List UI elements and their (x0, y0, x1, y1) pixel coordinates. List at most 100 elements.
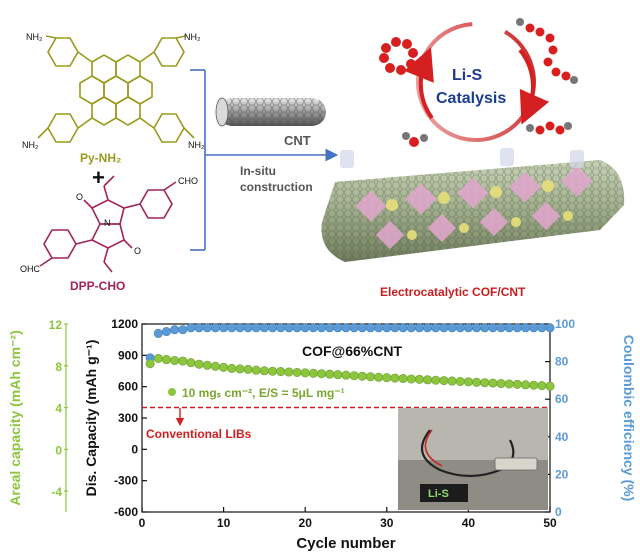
capacity-point (414, 374, 424, 384)
capacity-point (447, 376, 457, 386)
capacity-point (325, 369, 335, 379)
capacity-point (300, 368, 310, 378)
ce-point (537, 323, 547, 333)
ce-point (235, 323, 245, 333)
ce-point (357, 323, 367, 333)
dpp-o-label-2: O (134, 246, 141, 256)
capacity-point (308, 368, 318, 378)
y-left-tick-label: 900 (118, 348, 138, 362)
dpp-cho-molecule (39, 175, 177, 273)
x-axis-label: Cycle number (296, 535, 395, 552)
capacity-point (235, 364, 245, 374)
condition-marker (168, 388, 176, 396)
ce-point (529, 323, 539, 333)
capacity-point (374, 372, 384, 382)
dpp-o-label-1: O (76, 192, 83, 202)
y-left-tick-label: 0 (131, 442, 138, 456)
polysulfide-chain-right (526, 121, 572, 135)
cnt-label: CNT (284, 133, 311, 148)
ce-point (349, 323, 359, 333)
y-outer-tick-label: 12 (49, 318, 63, 332)
capacity-point (480, 378, 490, 388)
capacity-point (186, 358, 196, 368)
dpp-cho-label-left: OHC (20, 264, 41, 274)
y-right-tick-label: 0 (555, 505, 562, 519)
capacity-point (284, 367, 294, 377)
cycle-label-line1: Li-S (452, 67, 483, 84)
capacity-point (210, 361, 220, 371)
py-nh2-amine-label-3: NH₂ (22, 140, 39, 150)
capacity-point (431, 375, 441, 385)
plus-sign: + (92, 165, 105, 190)
capacity-point (341, 370, 351, 380)
ce-point (545, 323, 555, 333)
capacity-point (529, 380, 539, 390)
py-nh2-amine-label-4: NH₂ (188, 140, 205, 150)
ce-point (194, 323, 204, 333)
cof-cnt-composite (321, 148, 625, 262)
ce-point (455, 323, 465, 333)
construction-label-line1: In-situ (240, 164, 276, 178)
ce-point (227, 323, 237, 333)
inset-photo: Li-S (398, 408, 548, 510)
catalysis-cycle (404, 22, 550, 142)
y-outer-tick-label: 8 (55, 360, 62, 374)
ce-point (317, 323, 327, 333)
y-left-tick-label: 300 (118, 411, 138, 425)
capacity-point (365, 372, 375, 382)
capacity-point (251, 365, 261, 375)
ce-point (153, 328, 163, 338)
ce-point (333, 323, 343, 333)
ce-point (512, 323, 522, 333)
s8-ring (379, 37, 418, 75)
capacity-point (398, 374, 408, 384)
capacity-point (219, 362, 229, 372)
y-left-tick-label: -600 (114, 505, 138, 519)
y-left-tick-label: 600 (118, 380, 138, 394)
capacity-point (202, 360, 212, 370)
capacity-point (504, 379, 514, 389)
capacity-point (512, 379, 522, 389)
ce-point (480, 323, 490, 333)
ce-point (276, 323, 286, 333)
product-label: Electrocatalytic COF/CNT (380, 285, 526, 299)
capacity-point (227, 363, 237, 373)
ce-point (259, 323, 269, 333)
ce-point (463, 323, 473, 333)
y-axis-label-right: Coulombic efficiency (%) (621, 335, 637, 501)
capacity-point (268, 366, 278, 376)
capacity-point (276, 367, 286, 377)
ce-point (210, 323, 220, 333)
ce-point (268, 323, 278, 333)
ce-point (521, 323, 531, 333)
capacity-point (545, 381, 555, 391)
y-outer-tick-label: 4 (55, 402, 62, 416)
capacity-point (406, 374, 416, 384)
x-tick-label: 40 (462, 516, 476, 530)
ce-point (284, 323, 294, 333)
y-right-tick-label: 20 (555, 467, 569, 481)
capacity-point (292, 367, 302, 377)
capacity-point (153, 353, 163, 363)
ce-point (325, 323, 335, 333)
x-tick-label: 10 (217, 516, 231, 530)
capacity-point (382, 373, 392, 383)
ce-point (382, 323, 392, 333)
ce-point (390, 323, 400, 333)
ce-point (251, 323, 261, 333)
y-outer-tick-label: 0 (55, 443, 62, 457)
ce-point (374, 323, 384, 333)
dpp-cho-name: DPP-CHO (70, 279, 125, 293)
capacity-point (161, 355, 171, 365)
ce-point (292, 323, 302, 333)
ce-point (423, 323, 433, 333)
ce-point (178, 325, 188, 335)
capacity-point (537, 381, 547, 391)
capacity-point (243, 364, 253, 374)
ce-point (414, 323, 424, 333)
x-tick-label: 0 (139, 516, 146, 530)
y-axis-label-outer: Areal capacity (mAh cm⁻²) (7, 330, 23, 505)
capacity-point (194, 359, 204, 369)
ce-point (202, 323, 212, 333)
